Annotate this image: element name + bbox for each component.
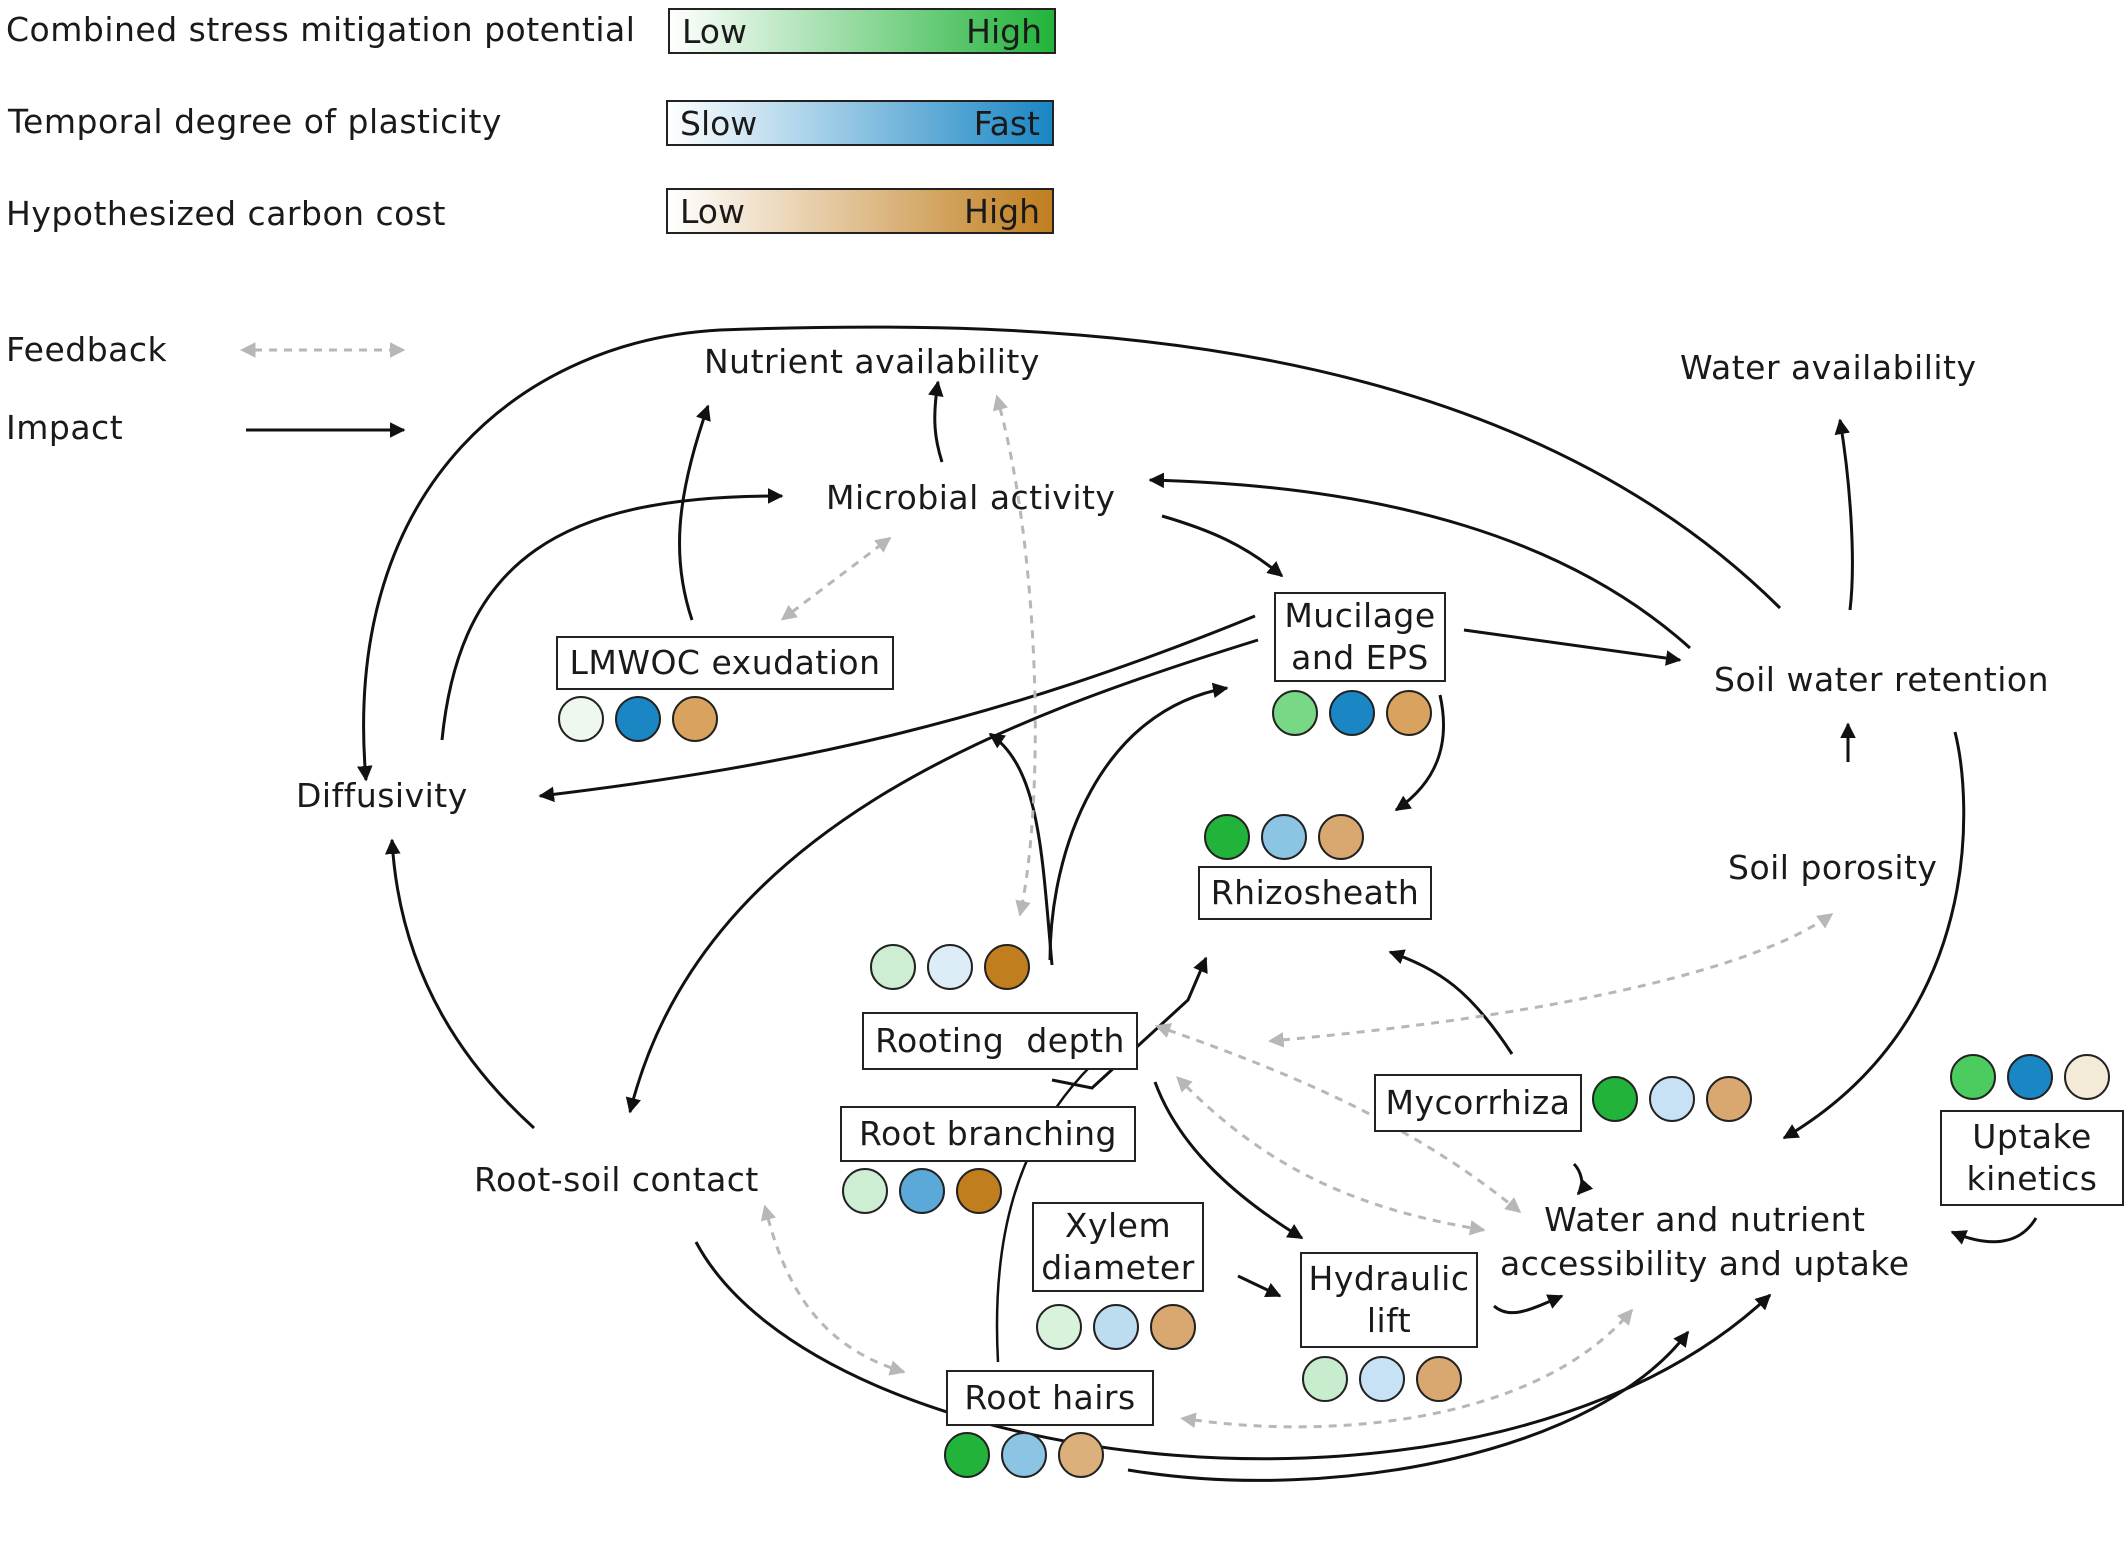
lmwoc-carbon-dot bbox=[672, 696, 718, 742]
trait-rooting-depth-dots bbox=[870, 944, 1030, 990]
root-branching-mitigation-dot bbox=[842, 1168, 888, 1214]
trait-uptake-kinetics: Uptake kinetics bbox=[1940, 1110, 2124, 1206]
rooting-depth-carbon-dot bbox=[984, 944, 1030, 990]
legend-mitigation-gradient: Low High bbox=[668, 8, 1056, 54]
root-hairs-plasticity-dot bbox=[1001, 1432, 1047, 1478]
trait-lmwoc-exudation: LMWOC exudation bbox=[556, 636, 894, 690]
xylem-mitigation-dot bbox=[1036, 1304, 1082, 1350]
hydraulic-carbon-dot bbox=[1416, 1356, 1462, 1402]
mucilage-carbon-dot bbox=[1386, 690, 1432, 736]
trait-rooting-depth: Rooting depth bbox=[862, 1012, 1138, 1070]
trait-rhizosheath: Rhizosheath bbox=[1198, 866, 1432, 920]
node-soil-porosity: Soil porosity bbox=[1728, 848, 1938, 887]
trait-mycorrhiza: Mycorrhiza bbox=[1374, 1074, 1582, 1132]
legend-plasticity-high: Fast bbox=[973, 104, 1040, 143]
uptake-kinetics-mitigation-dot bbox=[1950, 1054, 1996, 1100]
legend-carbon-high: High bbox=[964, 192, 1040, 231]
rooting-depth-plasticity-dot bbox=[927, 944, 973, 990]
xylem-carbon-dot bbox=[1150, 1304, 1196, 1350]
legend-carbon-label: Hypothesized carbon cost bbox=[6, 194, 447, 233]
xylem-line-1: Xylem bbox=[1064, 1206, 1172, 1245]
mucilage-plasticity-dot bbox=[1329, 690, 1375, 736]
legend-mitigation-low: Low bbox=[682, 12, 747, 51]
rooting-depth-mitigation-dot bbox=[870, 944, 916, 990]
uptake-line-1: Water and nutrient bbox=[1544, 1200, 1866, 1239]
trait-root-hairs: Root hairs bbox=[946, 1370, 1154, 1426]
uptake-kinetics-line-2: kinetics bbox=[1966, 1159, 2098, 1198]
mucilage-line-1: Mucilage bbox=[1284, 596, 1436, 635]
mucilage-mitigation-dot bbox=[1272, 690, 1318, 736]
mycorrhiza-mitigation-dot bbox=[1592, 1076, 1638, 1122]
legend-carbon-gradient: Low High bbox=[666, 188, 1054, 234]
legend-impact-label: Impact bbox=[6, 408, 124, 447]
node-water-availability: Water availability bbox=[1680, 348, 1977, 387]
trait-root-branching-dots bbox=[842, 1168, 1002, 1214]
lmwoc-mitigation-dot bbox=[558, 696, 604, 742]
root-branching-carbon-dot bbox=[956, 1168, 1002, 1214]
mucilage-line-2: and EPS bbox=[1291, 638, 1429, 677]
hydraulic-plasticity-dot bbox=[1359, 1356, 1405, 1402]
trait-uptake-kinetics-dots bbox=[1950, 1054, 2110, 1100]
trait-mucilage-dots bbox=[1272, 690, 1432, 736]
mycorrhiza-carbon-dot bbox=[1706, 1076, 1752, 1122]
trait-root-hairs-dots bbox=[944, 1432, 1104, 1478]
root-hairs-carbon-dot bbox=[1058, 1432, 1104, 1478]
trait-rhizosheath-dots bbox=[1204, 814, 1364, 860]
node-soil-water-retention: Soil water retention bbox=[1714, 660, 2049, 699]
trait-root-branching: Root branching bbox=[840, 1106, 1136, 1162]
rhizosheath-mitigation-dot bbox=[1204, 814, 1250, 860]
trait-xylem-dots bbox=[1036, 1304, 1196, 1350]
node-microbial-activity: Microbial activity bbox=[826, 478, 1116, 517]
uptake-line-2: accessibility and uptake bbox=[1500, 1244, 1910, 1283]
trait-xylem-diameter: Xylem diameter bbox=[1032, 1202, 1204, 1292]
node-water-nutrient-uptake: Water and nutrient accessibility and upt… bbox=[1500, 1198, 1910, 1286]
legend-mitigation-label: Combined stress mitigation potential bbox=[6, 10, 636, 49]
uptake-kinetics-line-1: Uptake bbox=[1972, 1117, 2092, 1156]
hydraulic-mitigation-dot bbox=[1302, 1356, 1348, 1402]
trait-lmwoc-dots bbox=[558, 696, 718, 742]
feedback-arrows bbox=[760, 394, 1834, 1429]
trait-hydraulic-dots bbox=[1302, 1356, 1462, 1402]
root-hairs-mitigation-dot bbox=[944, 1432, 990, 1478]
trait-hydraulic-lift: Hydraulic lift bbox=[1300, 1252, 1478, 1348]
uptake-kinetics-plasticity-dot bbox=[2007, 1054, 2053, 1100]
legend-plasticity-label: Temporal degree of plasticity bbox=[8, 102, 502, 141]
trait-mycorrhiza-dots bbox=[1592, 1076, 1752, 1122]
legend-carbon-low: Low bbox=[680, 192, 745, 231]
legend-feedback-label: Feedback bbox=[6, 330, 168, 369]
xylem-plasticity-dot bbox=[1093, 1304, 1139, 1350]
node-nutrient-availability: Nutrient availability bbox=[704, 342, 1040, 381]
root-branching-plasticity-dot bbox=[899, 1168, 945, 1214]
xylem-line-2: diameter bbox=[1041, 1248, 1195, 1287]
node-diffusivity: Diffusivity bbox=[296, 776, 468, 815]
rhizosheath-plasticity-dot bbox=[1261, 814, 1307, 860]
trait-mucilage-eps: Mucilage and EPS bbox=[1274, 592, 1446, 682]
rhizosheath-carbon-dot bbox=[1318, 814, 1364, 860]
lmwoc-plasticity-dot bbox=[615, 696, 661, 742]
hydraulic-line-1: Hydraulic bbox=[1308, 1259, 1470, 1298]
mycorrhiza-plasticity-dot bbox=[1649, 1076, 1695, 1122]
legend-plasticity-low: Slow bbox=[680, 104, 758, 143]
legend-plasticity-gradient: Slow Fast bbox=[666, 100, 1054, 146]
node-root-soil-contact: Root-soil contact bbox=[474, 1160, 759, 1199]
hydraulic-line-2: lift bbox=[1366, 1301, 1412, 1340]
uptake-kinetics-carbon-dot bbox=[2064, 1054, 2110, 1100]
legend-mitigation-high: High bbox=[966, 12, 1042, 51]
